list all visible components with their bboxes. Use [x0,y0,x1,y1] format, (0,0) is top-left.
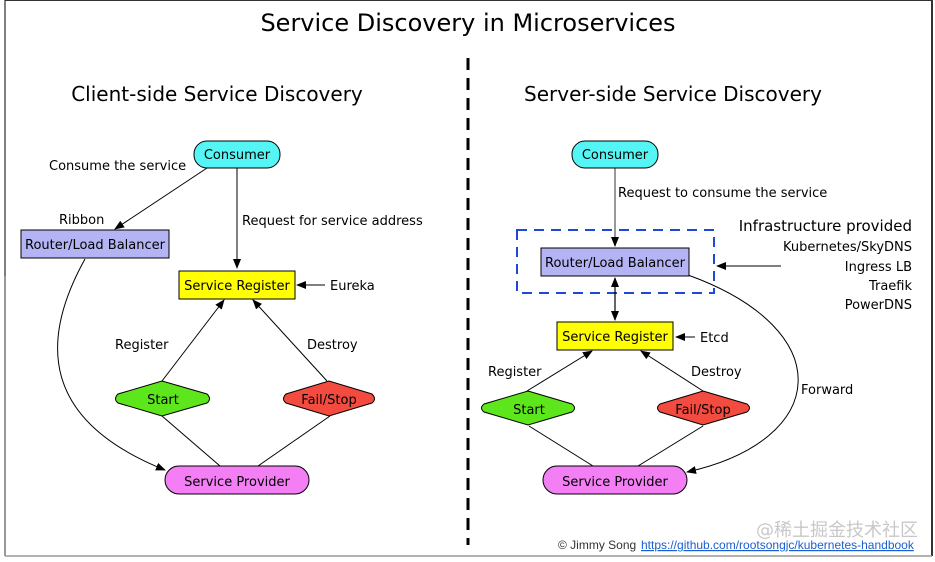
left-consumer-label: Consumer [204,148,271,163]
edge-start-to-register [161,299,225,382]
edge-router-forward-provider [686,274,799,474]
label-left-register: Register [115,338,169,353]
label-forward: Forward [801,383,853,398]
edge-start-to-provider [161,415,221,467]
left-register-label: Service Register [184,279,290,294]
label-eureka: Eureka [330,279,375,294]
label-left-destroy: Destroy [307,338,358,353]
left-start-label: Start [147,393,179,408]
right-start-label: Start [513,403,545,418]
right-router-node: Router/Load Balancer [540,247,690,277]
right-consumer-label: Consumer [582,148,649,163]
infra-item-kubernetes-skydns: Kubernetes/SkyDNS [783,240,912,255]
left-fail-node: Fail/Stop [283,380,375,417]
right-register-label: Service Register [562,330,668,345]
right-fail-node: Fail/Stop [657,390,750,426]
label-ribbon: Ribbon [59,213,104,228]
right-provider-node: Service Provider [542,465,688,495]
label-right-destroy: Destroy [691,365,742,380]
edge-fail-to-provider [257,415,331,467]
server-side-heading: Server-side Service Discovery [524,82,822,106]
edge-fail-to-register [252,299,328,382]
right-provider-label: Service Provider [562,475,668,490]
left-provider-node: Service Provider [164,465,310,495]
edge-router-to-provider [57,258,166,471]
infra-item-powerdns: PowerDNS [845,298,912,313]
edge-start-to-register-right [526,350,593,392]
left-fail-label: Fail/Stop [301,393,356,408]
right-router-label: Router/Load Balancer [545,256,686,271]
left-register-node: Service Register [178,270,296,300]
label-consume-service: Consume the service [49,159,186,174]
edge-fail-to-register-right [640,350,704,392]
label-infrastructure-provided: Infrastructure provided [739,217,912,235]
left-consumer-node: Consumer [193,140,281,169]
edge-consumer-to-router [114,167,208,230]
diagram-title: Service Discovery in Microservices [260,9,675,37]
infra-item-ingress-lb: Ingress LB [845,260,912,275]
left-start-node: Start [115,380,210,417]
label-etcd: Etcd [700,331,729,346]
right-consumer-node: Consumer [571,140,659,169]
right-fail-label: Fail/Stop [675,403,730,418]
edge-start-to-provider-right [528,425,594,467]
left-router-label: Router/Load Balancer [25,238,166,253]
left-router-node: Router/Load Balancer [20,229,170,259]
label-right-register: Register [488,365,542,380]
client-side-heading: Client-side Service Discovery [71,82,363,106]
handbook-link[interactable]: https://github.com/rootsongjc/kubernetes… [641,538,915,552]
right-register-node: Service Register [556,321,674,351]
edge-fail-to-provider-right [637,425,704,467]
label-request-consume: Request to consume the service [618,186,827,201]
watermark: @稀土掘金技术社区 [756,520,918,541]
left-provider-label: Service Provider [184,475,290,490]
right-start-node: Start [481,390,575,426]
infra-item-traefik: Traefik [868,279,913,294]
label-request-address: Request for service address [242,214,423,229]
credit-text: © Jimmy Song [558,538,636,552]
